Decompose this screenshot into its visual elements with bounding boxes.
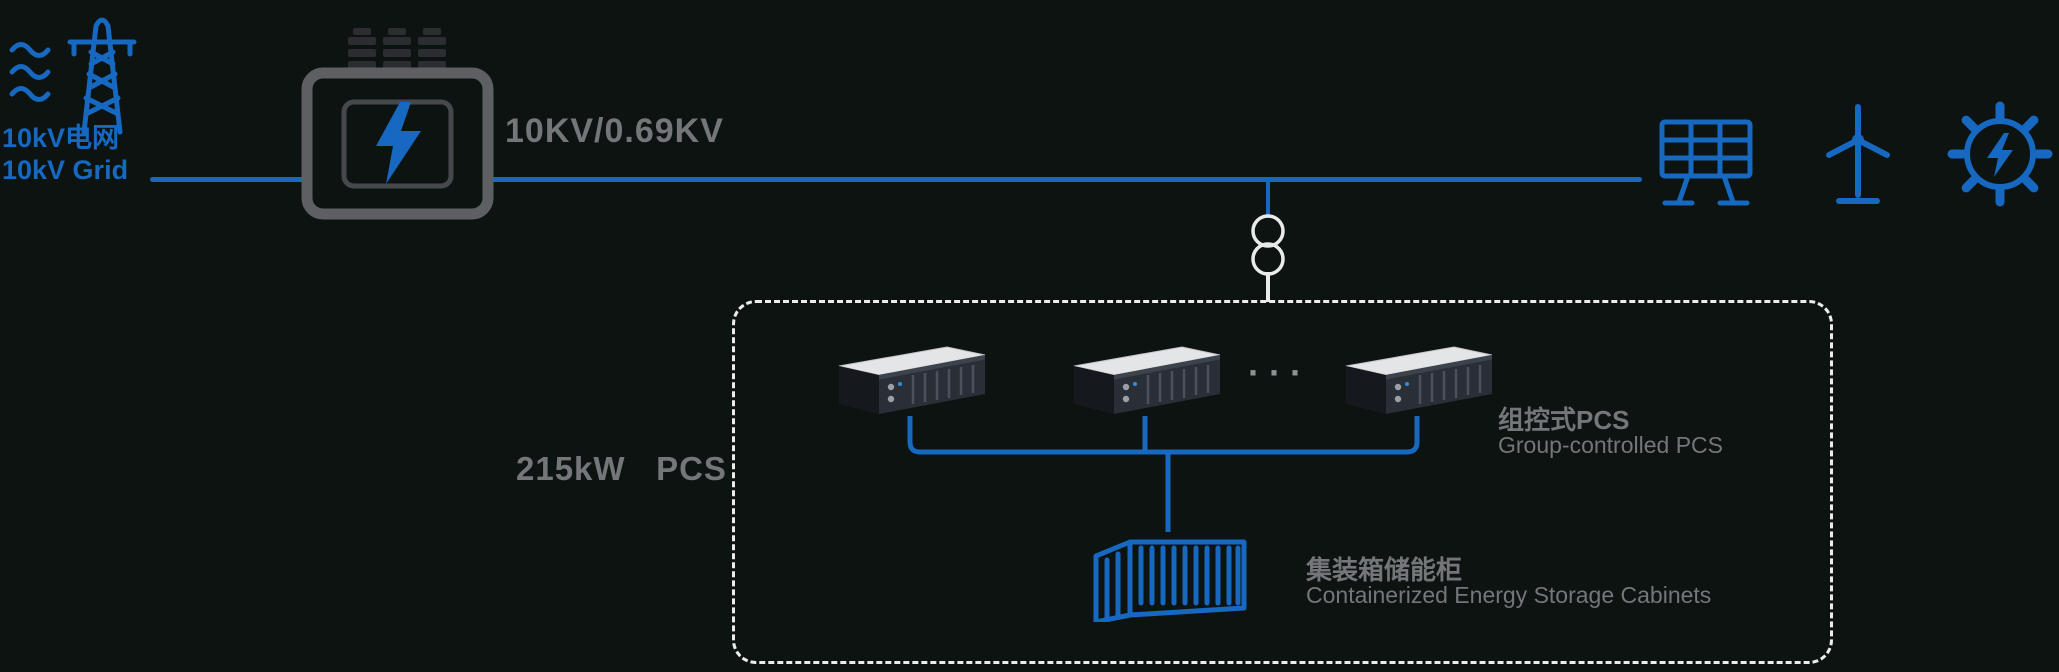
grid-label-en: 10kV Grid: [2, 155, 129, 185]
pcs-group-boundary: [732, 300, 1833, 664]
solar-panel-icon: [1659, 119, 1753, 206]
lightning-bolt-icon: [376, 102, 421, 184]
pcs-group-label-en: Group-controlled PCS: [1498, 432, 1723, 458]
pcs-bus-connector: [907, 416, 1420, 532]
storage-label-zh: 集装箱储能柜: [1306, 555, 1463, 585]
ellipsis-label: ···: [1248, 352, 1311, 393]
transmission-tower-icon: [9, 17, 137, 135]
pcs-group-label-zh: 组控式PCS: [1498, 405, 1630, 435]
grid-label: 10kV电网 10kV Grid: [2, 122, 128, 186]
pcs-unit-icon: [1072, 345, 1222, 416]
bus-drop-line-lower: [1266, 272, 1270, 302]
container-icon: [1093, 539, 1247, 622]
main-bus-line: [150, 177, 1642, 182]
generator-gear-icon: [1947, 101, 2053, 207]
transformer-icon: [301, 28, 494, 220]
bus-drop-line-upper: [1266, 181, 1270, 218]
grid-label-zh: 10kV电网: [2, 123, 120, 153]
pcs-capacity-label: 215kW PCS: [516, 450, 727, 487]
pcs-unit-icon: [1344, 345, 1494, 416]
storage-label-en: Containerized Energy Storage Cabinets: [1306, 582, 1712, 608]
lightning-bolt-icon: [1987, 133, 2013, 177]
transformer-bushings: [348, 28, 446, 73]
voltage-label: 10KV/0.69KV: [505, 112, 724, 150]
wind-turbine-icon: [1826, 104, 1890, 204]
pcs-unit-icon: [837, 345, 987, 416]
